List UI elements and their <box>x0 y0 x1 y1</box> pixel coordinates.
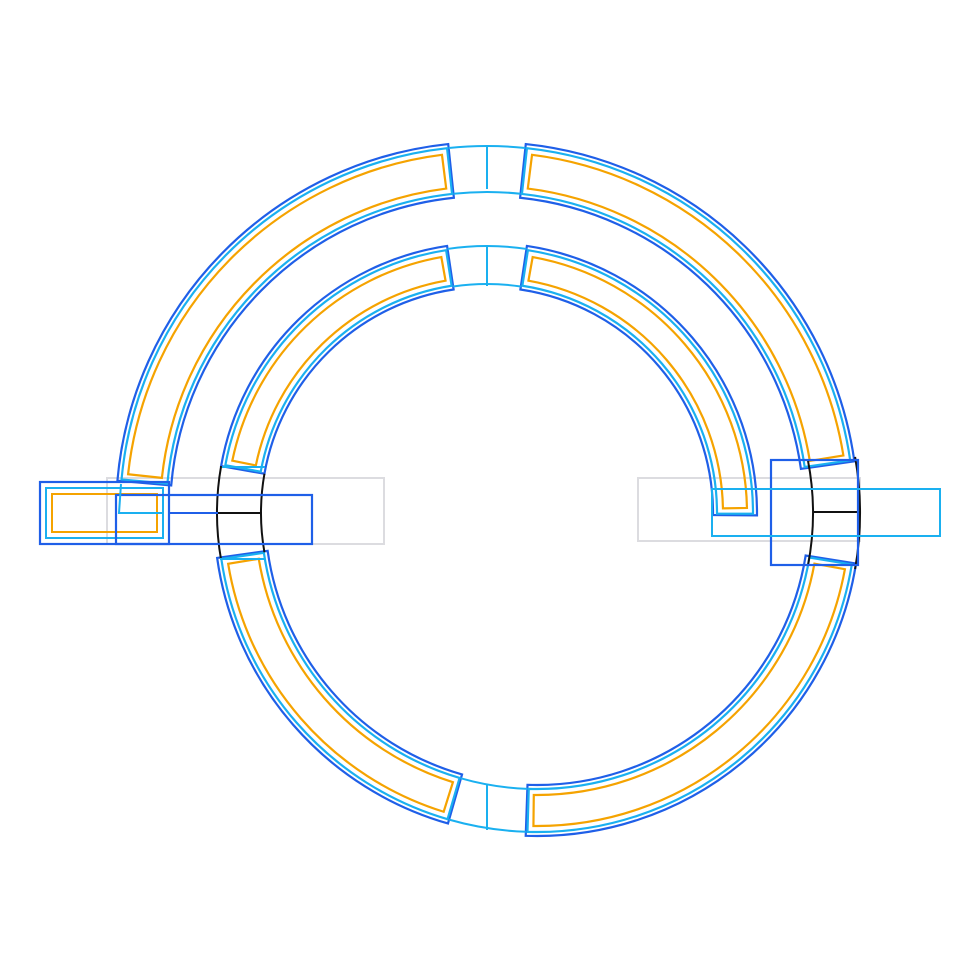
right-crossing-inner-arc <box>806 460 814 566</box>
lower-ring-left-outline <box>215 549 464 825</box>
left-connector-cyan-lead <box>117 483 163 514</box>
upper-inner-ring-right-inset <box>527 255 749 510</box>
lower-ring-right-inset <box>532 562 847 828</box>
upper-outer-ring-right-outline <box>518 142 856 471</box>
upper-inner-ring-right-outline <box>519 244 759 517</box>
upper-outer-ring-left-inner-outline <box>120 146 454 485</box>
right-bounding-box <box>637 477 861 542</box>
upper-inner-ring-left-inner-outline <box>224 248 453 473</box>
bottom-gap-inner-arc <box>460 777 528 790</box>
upper-outer-ring-right-inset <box>526 153 845 463</box>
upper-outer-ring-left-inset <box>126 153 448 480</box>
upper-inner-ring-right-inner-outline <box>521 248 755 515</box>
right-connector-rect <box>711 488 941 537</box>
top-outer-gap-inner-arc <box>453 191 521 195</box>
upper-inner-ring-left-outline <box>219 244 455 476</box>
right-pad-outline <box>769 458 860 567</box>
upper-outer-ring-left-outline <box>116 142 456 487</box>
right-crossing-outer-arc <box>854 456 861 570</box>
lower-ring-left-inner-outline <box>220 551 461 821</box>
lower-ring-left-inset <box>226 557 455 814</box>
left-connector-rect <box>114 493 314 546</box>
upper-inner-ring-left-inset <box>231 255 447 467</box>
